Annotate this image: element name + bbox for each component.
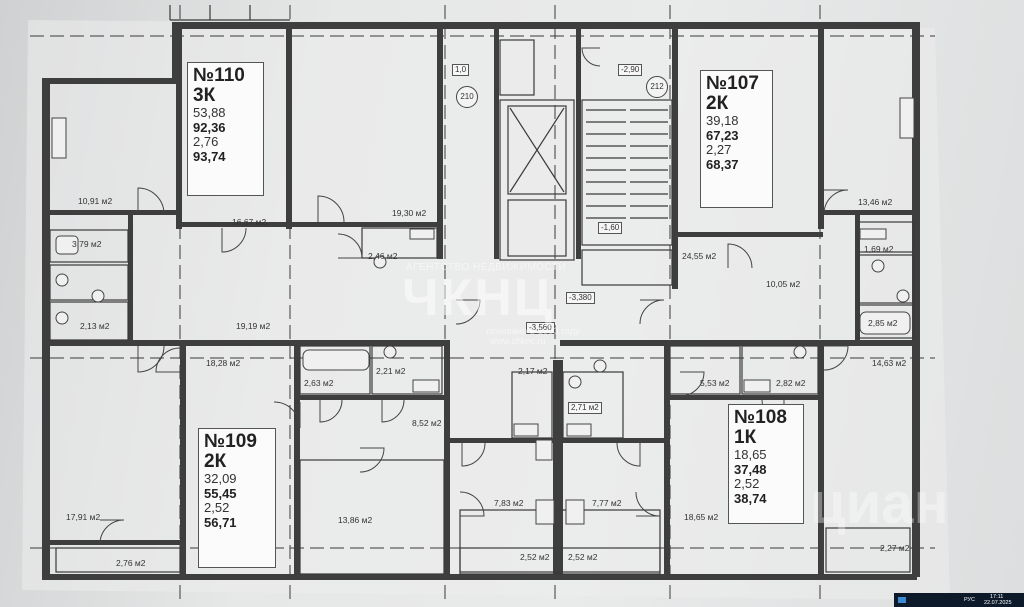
- apartment-type: 2К: [706, 93, 729, 114]
- total-area: 67,23: [706, 127, 739, 143]
- taskbar: РУС 17:11 22.07.2025: [894, 593, 1024, 607]
- room-area-label: 2,27 м2: [880, 543, 910, 553]
- room-area-label: 7,77 м2: [592, 498, 622, 508]
- balcony-area: 2,27: [706, 142, 732, 157]
- balcony-area: 2,76: [193, 134, 219, 149]
- total-area: 92,36: [193, 119, 226, 135]
- level-tag: -3,560: [526, 322, 555, 334]
- room-area-label: 17,91 м2: [66, 512, 101, 522]
- room-area-label: 2,17 м2: [518, 366, 548, 376]
- watermark-since: основано в 1993 году: [486, 326, 581, 337]
- room-area-label: 2,82 м2: [776, 378, 806, 388]
- keyboard-language[interactable]: РУС: [964, 597, 976, 603]
- room-area-label: 2,71 м2: [568, 402, 602, 414]
- room-area-label: 7,83 м2: [494, 498, 524, 508]
- living-area: 53,88: [193, 105, 226, 120]
- apartment-card-109: №109 2К 32,09 55,45 2,52 56,71: [198, 428, 276, 568]
- watermark-site: www.chknc.ru: [490, 336, 546, 346]
- room-area-label: 18,65 м2: [684, 512, 719, 522]
- room-area-label: 5,53 м2: [700, 378, 730, 388]
- apartment-number: №108: [734, 407, 787, 428]
- apartment-card-110: №110 3К 53,88 92,36 2,76 93,74: [187, 62, 264, 196]
- clock-time[interactable]: 17:11: [990, 594, 1004, 600]
- apartment-card-108: №108 1К 18,65 37,48 2,52 38,74: [728, 404, 804, 524]
- apartment-number: №109: [204, 431, 257, 452]
- room-area-label: 16,67 м2: [232, 217, 267, 227]
- level-tag: -2,90: [618, 64, 643, 76]
- room-area-label: 2,63 м2: [304, 378, 334, 388]
- watermark-logo: ЧКНЦ: [402, 269, 554, 327]
- room-area-label: 10,91 м2: [78, 196, 113, 206]
- living-area: 32,09: [204, 471, 237, 486]
- room-area-label: 2,76 м2: [116, 558, 146, 568]
- room-area-label: 14,63 м2: [872, 358, 907, 368]
- room-area-label: 3,79 м2: [72, 239, 102, 249]
- level-tag: -1,60: [598, 222, 623, 234]
- room-area-label: 18,28 м2: [206, 358, 241, 368]
- total-area: 55,45: [204, 485, 237, 501]
- total-area-with-balcony: 38,74: [734, 490, 767, 506]
- apartment-card-107: №107 2К 39,18 67,23 2,27 68,37: [700, 70, 773, 208]
- balcony-area: 2,52: [204, 500, 230, 515]
- balcony-area: 2,52: [734, 476, 760, 491]
- windows-start-icon[interactable]: [898, 597, 906, 603]
- room-area-label: 1,69 м2: [864, 244, 894, 254]
- apartment-number: №107: [706, 73, 759, 94]
- room-area-label: 19,19 м2: [236, 321, 271, 331]
- living-area: 39,18: [706, 113, 739, 128]
- watermark-agency: АГЕНТСТВО НЕДВИЖИМОСТИ: [406, 262, 567, 273]
- total-area-with-balcony: 56,71: [204, 514, 237, 530]
- level-tag: -3,380: [566, 292, 595, 304]
- room-area-label: 10,05 м2: [766, 279, 801, 289]
- total-area-with-balcony: 68,37: [706, 156, 739, 172]
- living-area: 18,65: [734, 447, 767, 462]
- apartment-type: 2К: [204, 451, 227, 472]
- level-tag: 1,0: [452, 64, 470, 76]
- apartment-type: 1К: [734, 427, 757, 448]
- section-marker-210: 210: [456, 86, 478, 108]
- room-area-label: 8,52 м2: [412, 418, 442, 428]
- room-area-label: 13,46 м2: [858, 197, 893, 207]
- clock-date[interactable]: 22.07.2025: [984, 600, 1012, 606]
- apartment-type: 3К: [193, 85, 216, 106]
- room-area-label: 2,13 м2: [80, 321, 110, 331]
- room-area-label: 2,46 м2: [368, 251, 398, 261]
- room-area-label: 13,86 м2: [338, 515, 373, 525]
- room-area-label: 2,52 м2: [520, 552, 550, 562]
- section-marker-212: 212: [646, 76, 668, 98]
- room-area-label: 2,21 м2: [376, 366, 406, 376]
- watermark-corner: циан: [810, 471, 949, 536]
- apartment-number: №110: [193, 65, 245, 86]
- room-area-label: 2,52 м2: [568, 552, 598, 562]
- total-area: 37,48: [734, 461, 767, 477]
- room-area-label: 24,55 м2: [682, 251, 717, 261]
- room-area-label: 2,85 м2: [868, 318, 898, 328]
- total-area-with-balcony: 93,74: [193, 148, 226, 164]
- room-area-label: 19,30 м2: [392, 208, 427, 218]
